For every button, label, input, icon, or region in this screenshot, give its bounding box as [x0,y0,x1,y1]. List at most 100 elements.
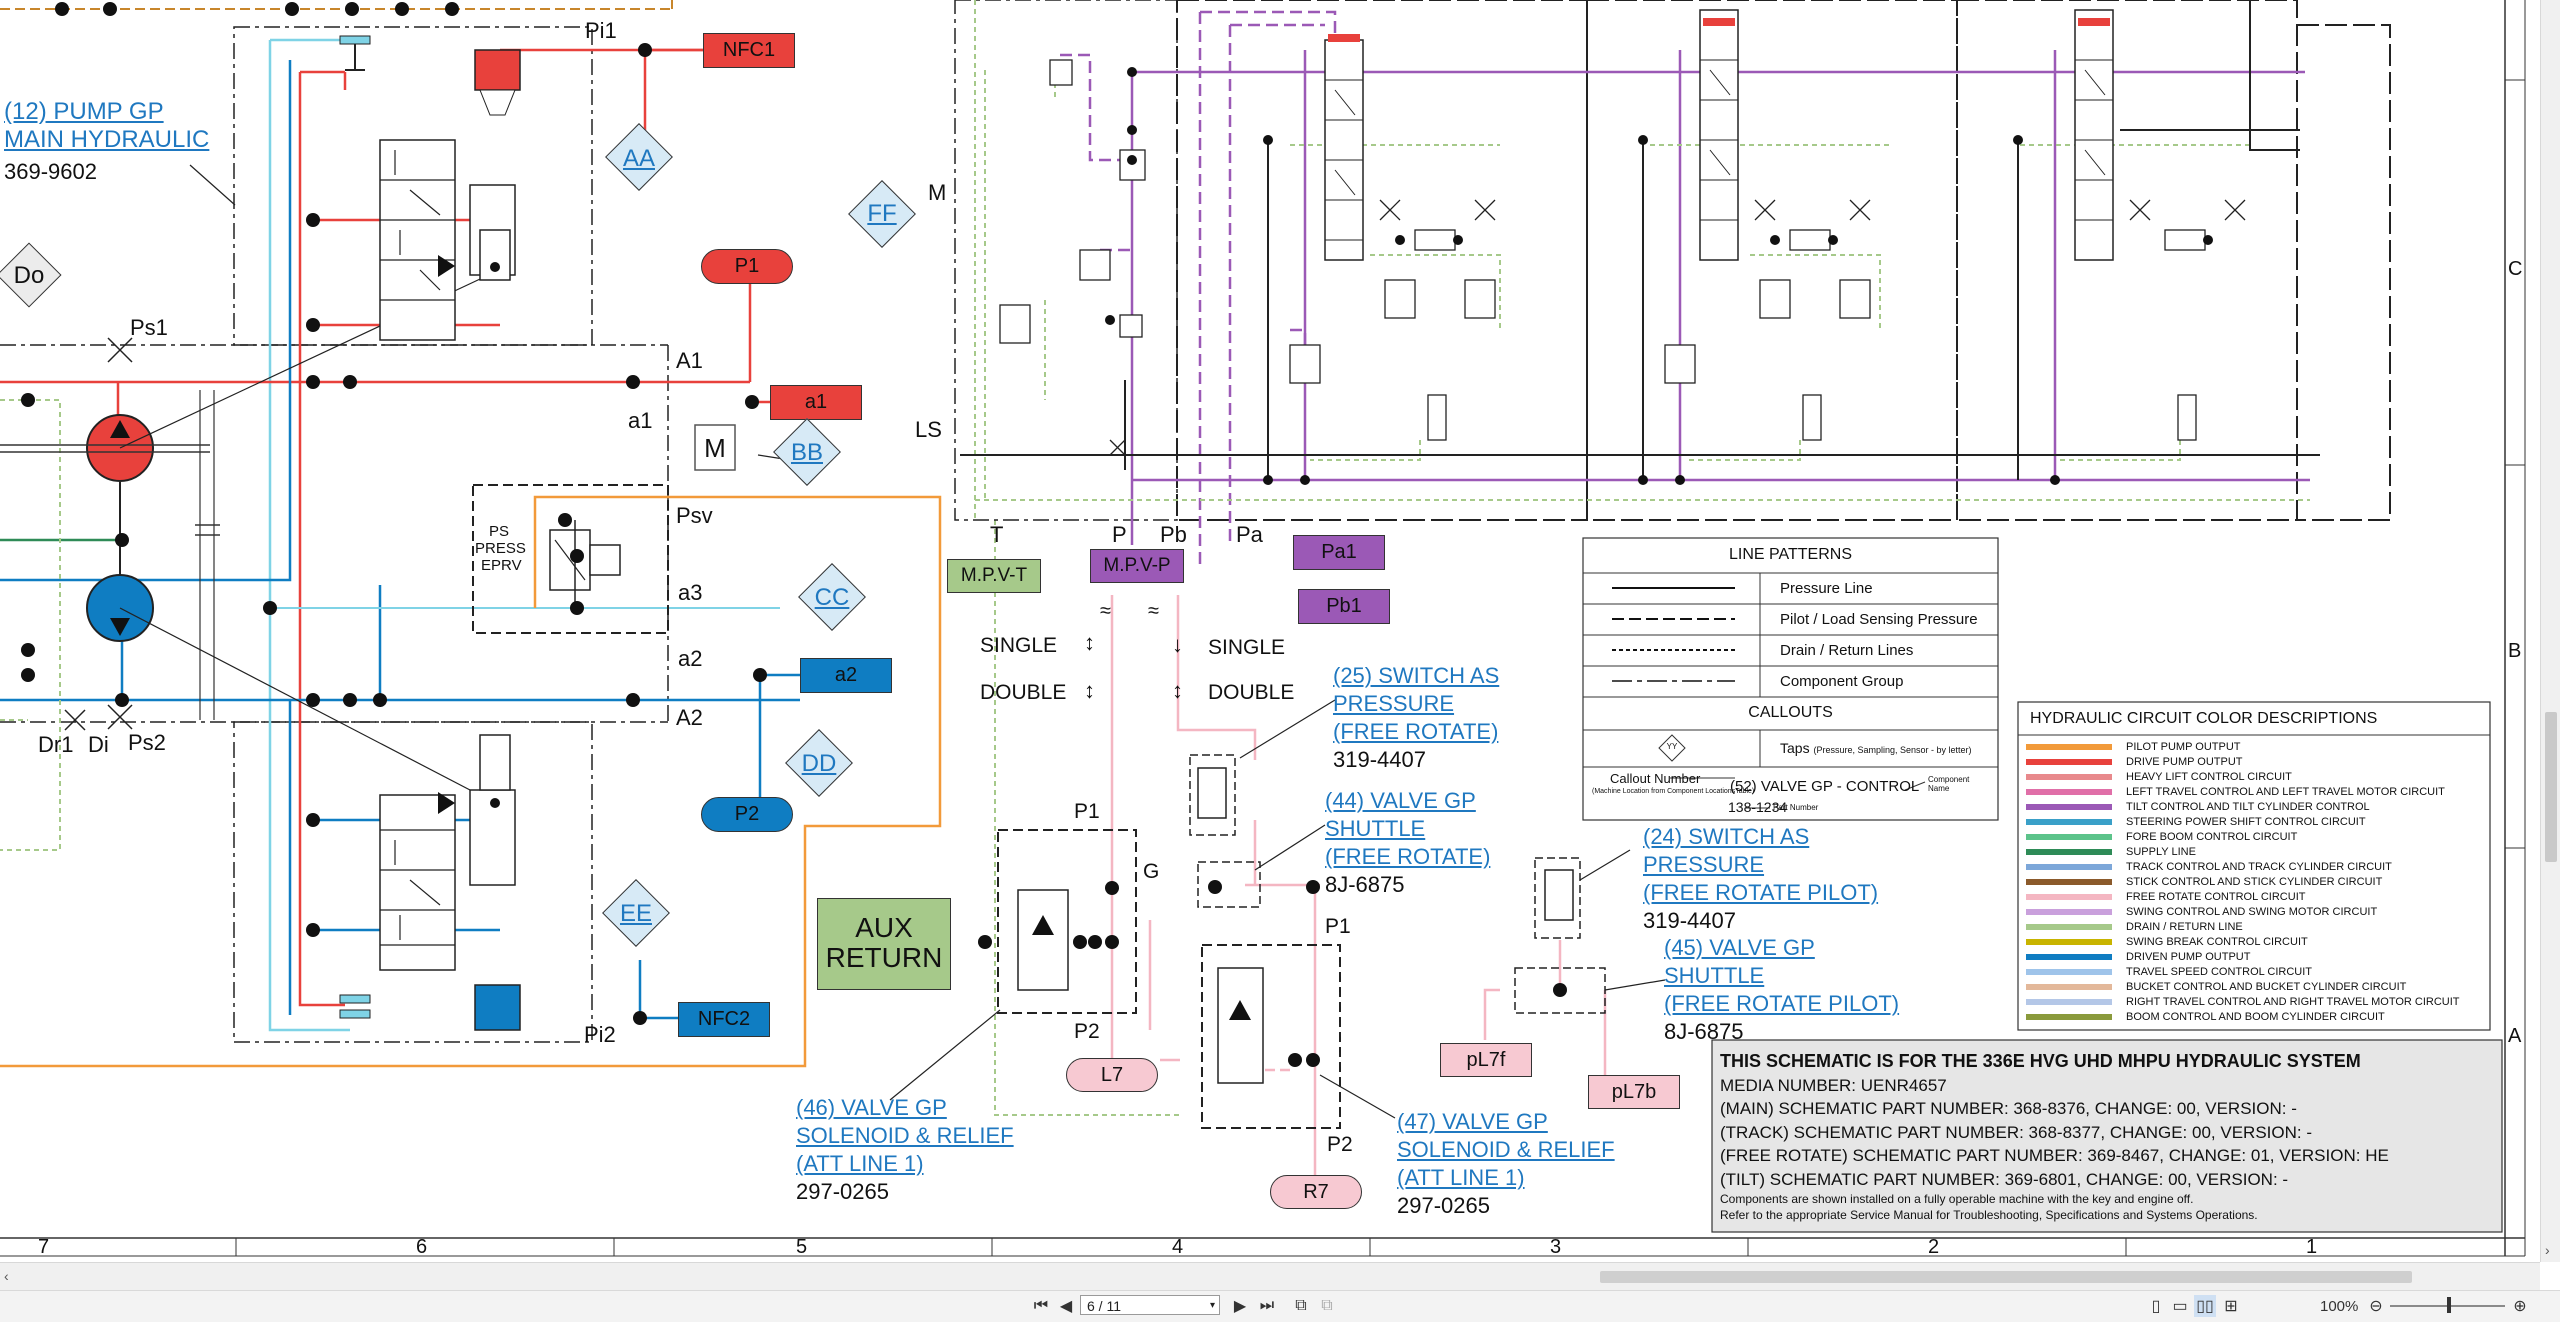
tag-nfc2[interactable]: NFC2 [678,1002,770,1037]
continuous-view-button[interactable]: ▭ [2170,1295,2190,1317]
scroll-left-icon[interactable]: ‹ [4,1268,9,1284]
tap-do-label[interactable]: Do [13,262,45,289]
tag-mpv-t[interactable]: M.P.V-T [947,559,1041,593]
title-line-free-rotate: (FREE ROTATE) SCHEMATIC PART NUMBER: 369… [1720,1146,2389,1165]
tag-nfc1[interactable]: NFC1 [703,33,795,68]
scroll-down-icon[interactable]: › [2545,1242,2550,1258]
callout-24-line2[interactable]: PRESSURE [1643,852,1765,877]
tag-mpv-p[interactable]: M.P.V-P [1090,549,1184,583]
aux-return-box[interactable]: AUX RETURN [817,898,951,990]
page-number-input[interactable]: 6 / 11▾ [1080,1295,1220,1315]
tap-ff-label[interactable]: FF [867,200,897,227]
tag-pl7b[interactable]: pL7b [1588,1075,1680,1109]
grid-col-6: 6 [416,1236,428,1258]
color-legend-row: STEERING POWER SHIFT CONTROL CIRCUIT [2026,815,2366,829]
tag-pa1[interactable]: Pa1 [1293,535,1385,570]
callout-25-line1[interactable]: (25) SWITCH AS [1333,663,1500,688]
callout-44[interactable]: (44) VALVE GP SHUTTLE (FREE ROTATE) 8J-6… [1325,787,1490,899]
callout-45-line2[interactable]: SHUTTLE [1664,963,1765,988]
callout-25[interactable]: (25) SWITCH AS PRESSURE (FREE ROTATE) 31… [1333,662,1499,774]
callout-46[interactable]: (46) VALVE GP SOLENOID & RELIEF (ATT LIN… [796,1094,1014,1206]
tap-ee-label[interactable]: EE [619,900,652,927]
callout-45-line1[interactable]: (45) VALVE GP [1664,935,1815,960]
pump-callout-line2[interactable]: MAIN HYDRAULIC [4,126,210,153]
horizontal-scroll-thumb[interactable] [1600,1271,2412,1283]
port-dr1: Dr1 [38,732,74,757]
eprv-line1: PS [489,523,510,540]
callout-45-line3[interactable]: (FREE ROTATE PILOT) [1664,991,1900,1016]
color-legend-row: SUPPLY LINE [2026,845,2196,859]
port-psv: Psv [676,503,713,528]
callout-47[interactable]: (47) VALVE GP SOLENOID & RELIEF (ATT LIN… [1397,1108,1615,1220]
callout-44-part: 8J-6875 [1325,872,1405,897]
horizontal-scrollbar[interactable]: ‹ [0,1262,2540,1291]
title-line-tilt: (TILT) SCHEMATIC PART NUMBER: 369-6801, … [1720,1169,2289,1189]
callout-44-line1[interactable]: (44) VALVE GP [1325,788,1476,813]
next-page-button[interactable]: ▶ [1230,1295,1250,1317]
zoom-slider-handle[interactable] [2447,1297,2451,1313]
callout-25-line2[interactable]: PRESSURE [1333,691,1455,716]
callout-46-line2[interactable]: SOLENOID & RELIEF [796,1123,1014,1148]
vertical-scrollbar[interactable]: › [2540,0,2560,1262]
pump-callout[interactable]: (12) PUMP GP MAIN HYDRAULIC 369-9602 [4,98,209,186]
zoom-out-icon: ⊖ [2369,1298,2383,1315]
color-legend-row: TRACK CONTROL AND TRACK CYLINDER CIRCUIT [2026,860,2392,874]
callout-24[interactable]: (24) SWITCH AS PRESSURE (FREE ROTATE PIL… [1643,823,1878,935]
port-p: P [1112,522,1127,547]
zoom-out-button[interactable]: ⊖ [2366,1295,2386,1317]
callout-example-name: (52) VALVE GP - CONTROL [1730,778,1920,795]
callout-46-line1[interactable]: (46) VALVE GP [796,1095,947,1120]
tag-p1[interactable]: P1 [701,249,793,284]
tag-r7[interactable]: R7 [1270,1175,1362,1209]
callout-44-line2[interactable]: SHUTTLE [1325,816,1426,841]
callout-25-line3[interactable]: (FREE ROTATE) [1333,719,1499,744]
copy-button[interactable]: ⧉ [1290,1295,1312,1317]
callout-47-line3[interactable]: (ATT LINE 1) [1397,1165,1525,1190]
grid-col-7: 7 [38,1236,50,1258]
pump-callout-line1[interactable]: (12) PUMP GP [4,98,164,125]
callout-24-line1[interactable]: (24) SWITCH AS [1643,824,1810,849]
paste-button[interactable]: ⧉ [1316,1295,1338,1317]
title-line-main: (MAIN) SCHEMATIC PART NUMBER: 368-8376, … [1720,1099,2297,1118]
grid-col-2: 2 [1928,1236,1940,1258]
component-name-note: Component Name [1928,775,1970,793]
tag-pb1[interactable]: Pb1 [1298,589,1390,624]
taps-label: Taps (Pressure, Sampling, Sensor - by le… [1780,740,1972,756]
first-page-button[interactable]: ⏮ [1030,1295,1052,1317]
color-legend-label: SWING BREAK CONTROL CIRCUIT [2126,936,2308,948]
port-a2: a2 [678,646,703,671]
split-view-button[interactable]: ⊞ [2220,1295,2242,1317]
tag-a1[interactable]: a1 [770,385,862,420]
line-pattern-group: Component Group [1780,673,1904,690]
copy-icon: ⧉ [1295,1297,1307,1314]
port-pa: Pa [1236,522,1263,547]
callout-24-line3[interactable]: (FREE ROTATE PILOT) [1643,880,1879,905]
arrow-double-left: ↕ [1084,678,1095,703]
port-pb: Pb [1160,522,1187,547]
line-pattern-pilot: Pilot / Load Sensing Pressure [1780,611,1978,628]
color-swatch [2026,909,2112,915]
port-m: M [928,180,947,205]
pump-callout-part: 369-9602 [4,159,97,184]
callout-47-line1[interactable]: (47) VALVE GP [1397,1109,1548,1134]
callout-44-line3[interactable]: (FREE ROTATE) [1325,844,1491,869]
callout-number-label: Callout Number [1610,771,1701,786]
callout-47-line2[interactable]: SOLENOID & RELIEF [1397,1137,1615,1162]
single-page-view-button[interactable]: ▯ [2146,1295,2166,1317]
last-page-button[interactable]: ⏭ [1256,1295,1278,1317]
tap-cc-label[interactable]: CC [814,584,850,611]
single-page-icon: ▯ [2151,1298,2161,1315]
prev-page-button[interactable]: ◀ [1056,1295,1076,1317]
tag-l7[interactable]: L7 [1066,1058,1158,1092]
tag-pl7f[interactable]: pL7f [1440,1043,1532,1077]
zoom-in-button[interactable]: ⊕ [2510,1295,2530,1317]
callout-46-line3[interactable]: (ATT LINE 1) [796,1151,924,1176]
tap-bb-label[interactable]: BB [790,439,823,466]
tap-aa-label[interactable]: AA [622,145,655,172]
tag-a2[interactable]: a2 [800,658,892,693]
two-page-view-button[interactable]: ▯▯ [2194,1295,2216,1317]
tag-p2[interactable]: P2 [701,797,793,832]
callout-45[interactable]: (45) VALVE GP SHUTTLE (FREE ROTATE PILOT… [1664,934,1899,1046]
vertical-scroll-thumb[interactable] [2545,712,2557,862]
tap-dd-label[interactable]: DD [801,750,837,777]
